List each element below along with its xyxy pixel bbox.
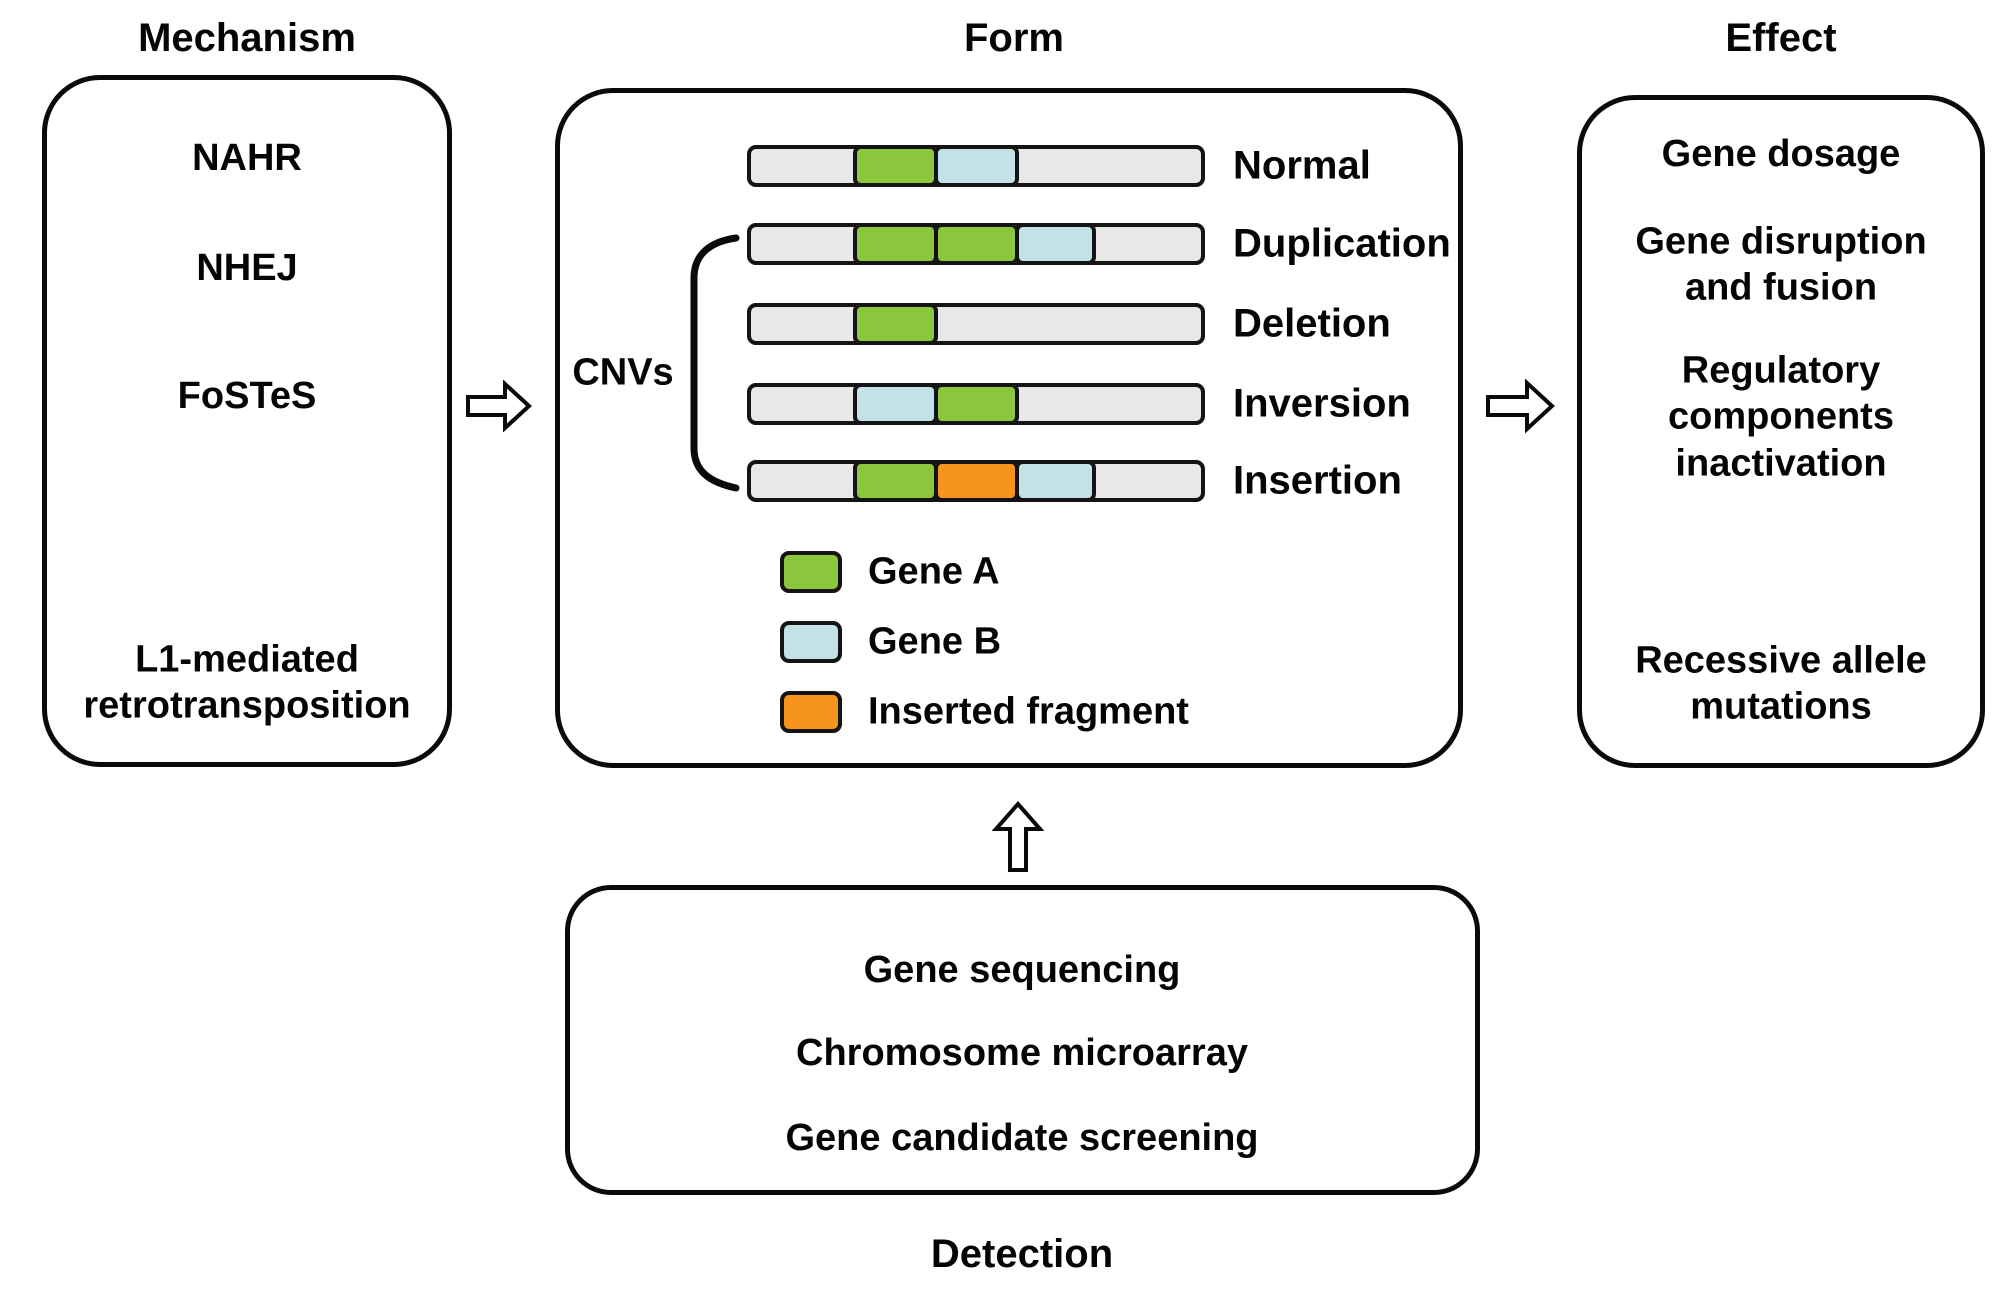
segment-geneB — [934, 145, 1019, 187]
legend-label-gene-b: Gene B — [868, 620, 1002, 663]
effect-item: Recessive allele mutations — [1635, 639, 1927, 728]
mechanism-item: L1-mediated retrotransposition — [83, 638, 411, 727]
arrow-up-icon — [986, 801, 1050, 873]
legend-swatch-inserted-fragment — [780, 691, 842, 733]
bar-label-insertion: Insertion — [1233, 458, 1402, 503]
form-title: Form — [964, 16, 1064, 60]
legend-swatch-gene-b — [780, 621, 842, 663]
segment-geneB — [1015, 223, 1096, 265]
mechanism-item: NAHR — [192, 136, 302, 179]
detection-item: Gene sequencing — [863, 948, 1181, 991]
segment-geneA — [853, 303, 938, 345]
bar-label-deletion: Deletion — [1233, 301, 1391, 346]
legend-label-gene-a: Gene A — [868, 550, 1000, 593]
mechanism-title: Mechanism — [138, 16, 356, 60]
segment-geneB — [1015, 460, 1096, 502]
detection-item: Gene candidate screening — [785, 1116, 1259, 1159]
arrow-right-icon — [466, 380, 532, 432]
chromosome-bar-duplication — [747, 223, 1205, 265]
effect-item: Gene dosage — [1661, 132, 1901, 175]
detection-title: Detection — [930, 1232, 1114, 1276]
effect-title: Effect — [1725, 16, 1837, 60]
bar-label-normal: Normal — [1233, 143, 1371, 188]
detection-item: Chromosome microarray — [796, 1031, 1248, 1074]
segment-geneB — [853, 383, 938, 425]
chromosome-bar-inversion — [747, 383, 1205, 425]
mechanism-item: NHEJ — [196, 246, 298, 289]
chromosome-bar-insertion — [747, 460, 1205, 502]
legend-label-inserted-fragment: Inserted fragment — [868, 690, 1189, 733]
legend-swatch-gene-a — [780, 551, 842, 593]
cnvs-label: CNVs — [572, 351, 674, 394]
chromosome-bar-normal — [747, 145, 1205, 187]
segment-geneA — [853, 145, 938, 187]
form-box — [555, 88, 1463, 768]
effect-box — [1577, 95, 1985, 768]
detection-box — [565, 885, 1480, 1195]
effect-item: Gene disruption and fusion — [1635, 220, 1927, 309]
segment-inserted — [934, 460, 1019, 502]
segment-geneA — [934, 383, 1019, 425]
bar-label-inversion: Inversion — [1233, 381, 1411, 426]
bar-label-duplication: Duplication — [1233, 221, 1451, 266]
segment-geneA — [853, 460, 938, 502]
segment-geneA — [934, 223, 1019, 265]
segment-geneA — [853, 223, 938, 265]
mechanism-item: FoSTeS — [177, 374, 317, 417]
arrow-right-icon — [1486, 377, 1556, 435]
chromosome-bar-deletion — [747, 303, 1205, 345]
effect-item: Regulatory components inactivation — [1668, 349, 1894, 485]
cnvs-bracket — [678, 222, 750, 500]
mechanism-box — [42, 75, 452, 767]
